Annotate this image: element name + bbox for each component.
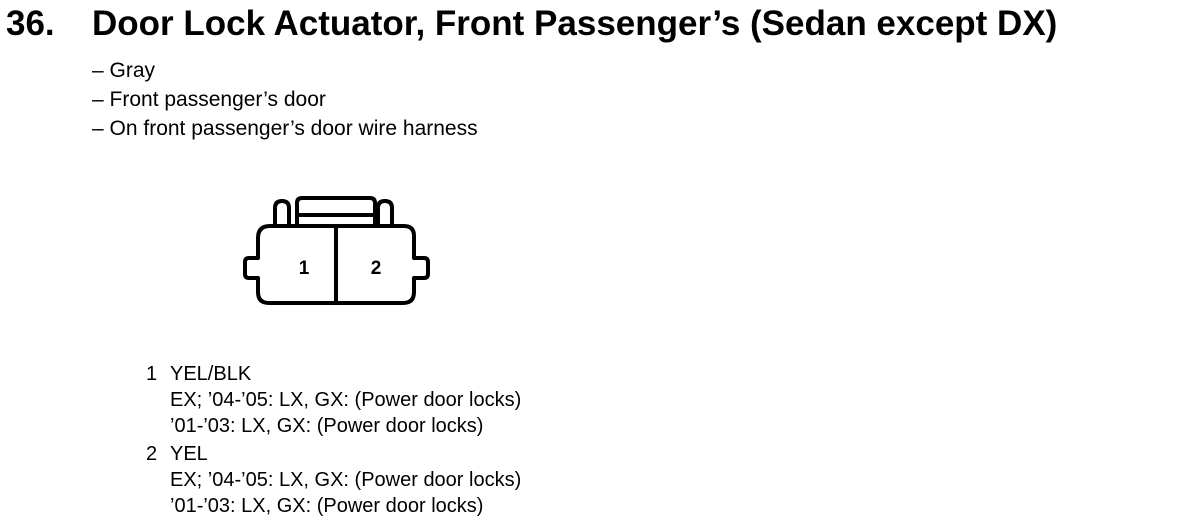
terminal-note: ’01-’03: LX, GX: (Power door locks) xyxy=(170,495,484,517)
detail-color: – Gray xyxy=(92,59,156,82)
detail-location: – Front passenger’s door xyxy=(92,88,326,111)
connector-details: – Gray – Front passenger’s door – On fro… xyxy=(92,56,478,143)
terminal-2: 2 YEL EX; ’04-’05: LX, GX: (Power door lo… xyxy=(146,441,521,519)
terminal-note: ’01-’03: LX, GX: (Power door locks) xyxy=(170,415,484,437)
connector-face-view: 1 2 xyxy=(243,196,430,305)
pin-label-1: 1 xyxy=(299,258,310,279)
terminal-1: 1 YEL/BLK EX; ’04-’05: LX, GX: (Power doo… xyxy=(146,361,521,439)
terminal-list: 1 YEL/BLK EX; ’04-’05: LX, GX: (Power doo… xyxy=(146,361,521,521)
terminal-pin-number: 1 xyxy=(146,363,158,385)
terminal-pin-number: 2 xyxy=(146,443,158,465)
wire-color: YEL/BLK xyxy=(170,363,252,385)
page-title: Door Lock Actuator, Front Passenger’s (S… xyxy=(92,4,1058,43)
wire-color: YEL xyxy=(170,443,208,465)
pin-label-2: 2 xyxy=(371,258,382,279)
detail-harness: – On front passenger’s door wire harness xyxy=(92,117,478,140)
right-lock-post xyxy=(376,199,394,227)
connector-diagram: 1 2 xyxy=(238,192,434,308)
latch-tab xyxy=(295,196,377,227)
terminal-note: EX; ’04-’05: LX, GX: (Power door locks) xyxy=(170,469,522,491)
connector-housing xyxy=(243,224,430,305)
section-number: 36. xyxy=(6,4,55,43)
left-lock-post xyxy=(273,199,291,227)
terminal-note: EX; ’04-’05: LX, GX: (Power door locks) xyxy=(170,389,522,411)
